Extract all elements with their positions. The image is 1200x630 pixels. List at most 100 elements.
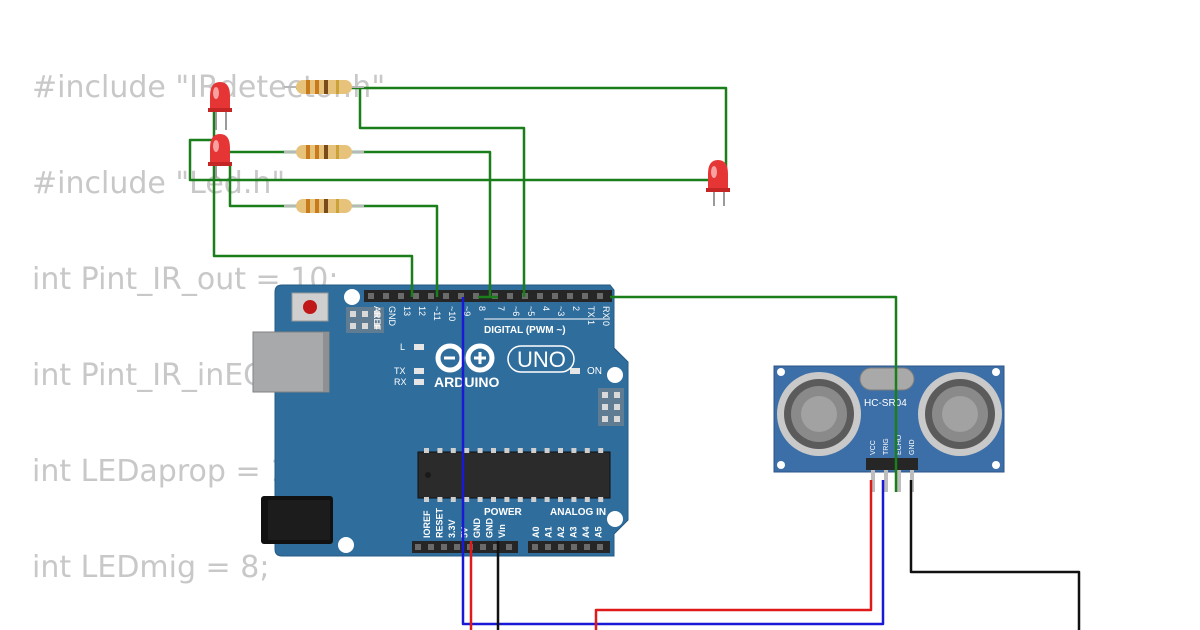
digital-header-label: DIGITAL (PWM ~) <box>484 325 566 336</box>
analog-pin[interactable] <box>545 544 551 550</box>
digital-pin[interactable] <box>398 293 404 299</box>
digital-pin[interactable] <box>368 293 374 299</box>
chip-pin <box>598 448 604 453</box>
mounting-hole <box>338 537 354 553</box>
chip-pin <box>598 497 604 502</box>
sensor-pin[interactable] <box>871 470 875 492</box>
wire-red-sensor[interactable] <box>594 480 873 630</box>
power-pin-label: 5V <box>460 527 470 538</box>
digital-pin-label: TX 1 <box>586 306 596 325</box>
digital-pin[interactable] <box>582 293 588 299</box>
wire-green-echo-to-arduino[interactable] <box>610 295 898 492</box>
digital-pin[interactable] <box>537 293 543 299</box>
mounting-hole <box>607 511 623 527</box>
chip-pin <box>477 497 483 502</box>
on-led-label: ON <box>587 366 602 377</box>
digital-pin-label: 13 <box>402 306 412 316</box>
ultrasonic-transmitter <box>777 372 861 456</box>
wire-green-loop-to-right-led[interactable] <box>188 138 718 182</box>
chip-pin <box>517 497 523 502</box>
digital-pin[interactable] <box>443 293 449 299</box>
analog-pin[interactable] <box>571 544 577 550</box>
power-pin-label: GND <box>485 518 495 539</box>
chip-pin <box>531 448 537 453</box>
digital-pin[interactable] <box>567 293 573 299</box>
chip-pin <box>558 497 563 502</box>
mounting-hole <box>344 289 360 305</box>
power-pin[interactable] <box>506 544 512 550</box>
mounting-hole <box>607 367 623 383</box>
digital-pin[interactable] <box>428 293 434 299</box>
chip-pin <box>450 497 456 502</box>
arduino-brand-label: ARDUINO <box>434 374 499 390</box>
sensor-pin-label: TRIG <box>883 438 890 455</box>
digital-pin[interactable] <box>458 293 464 299</box>
chip-pin <box>571 448 577 453</box>
power-pin[interactable] <box>454 544 460 550</box>
code-line-ledaprop: int LEDaprop = 1 <box>32 454 290 489</box>
wire-green-led2-to-pin8[interactable] <box>230 150 492 297</box>
uno-model-label: UNO <box>517 347 566 372</box>
power-pin-label: Vin <box>497 524 507 538</box>
digital-pin-label: 4 <box>541 306 551 311</box>
power-pin[interactable] <box>428 544 434 550</box>
analog-pin[interactable] <box>584 544 590 550</box>
power-pin[interactable] <box>415 544 421 550</box>
digital-pin-label: 2 <box>571 306 581 311</box>
chip-pin <box>450 448 456 453</box>
resistor-1[interactable] <box>284 80 364 94</box>
red-led-2[interactable] <box>208 134 232 178</box>
rx-led-label: RX <box>394 377 407 387</box>
resistor-2[interactable] <box>284 145 364 159</box>
analog-pin[interactable] <box>597 544 603 550</box>
chip-pin <box>544 448 550 453</box>
digital-pin-label: 7 <box>496 306 506 311</box>
red-led-1[interactable] <box>208 82 232 130</box>
chip-pin <box>584 497 590 502</box>
wire-black-gnd-sensor[interactable] <box>909 480 1081 630</box>
icsp-header-right <box>598 388 624 426</box>
wire-green-led-to-pin12[interactable] <box>228 166 439 297</box>
resistor-3[interactable] <box>284 199 364 213</box>
power-pin[interactable] <box>480 544 486 550</box>
digital-pin[interactable] <box>383 293 389 299</box>
power-pin-label: RESET <box>435 507 445 538</box>
chip-pin <box>491 448 496 453</box>
wire-green-led1-to-right-led[interactable] <box>296 86 728 192</box>
digital-pin[interactable] <box>473 293 479 299</box>
analog-pin-label: A3 <box>569 526 579 538</box>
wire-green-led-to-gnd[interactable] <box>212 112 414 297</box>
digital-pin[interactable] <box>413 293 419 299</box>
digital-pin-label: RX 0 <box>601 306 611 326</box>
sensor-pin[interactable] <box>884 470 888 492</box>
digital-pin-label: 12 <box>417 306 427 316</box>
crystal <box>859 367 915 391</box>
analog-pin[interactable] <box>558 544 564 550</box>
digital-pin[interactable] <box>507 293 513 299</box>
sensor-pin[interactable] <box>897 470 901 492</box>
digital-pin-label: ~11 <box>432 306 442 321</box>
sensor-pin-label: GND <box>909 439 916 455</box>
power-pin[interactable] <box>441 544 447 550</box>
wire-green-resistor1-to-pin6[interactable] <box>358 88 526 297</box>
digital-pin[interactable] <box>597 293 603 299</box>
digital-pin-label: ~9 <box>462 306 472 316</box>
red-led-3[interactable] <box>706 160 730 206</box>
sensor-pin-label: ECHO <box>896 434 903 455</box>
chip-pin <box>504 448 510 453</box>
wire-blue-vcc[interactable] <box>461 297 885 626</box>
chip-pin <box>491 497 496 502</box>
digital-pin[interactable] <box>552 293 558 299</box>
digital-pin-label: ~6 <box>511 306 521 316</box>
power-pin[interactable] <box>493 544 499 550</box>
digital-pin-label: ~10 <box>447 306 457 321</box>
on-led <box>570 368 580 374</box>
analog-pin[interactable] <box>532 544 538 550</box>
chip-pin <box>504 497 510 502</box>
power-pin-label: IOREF <box>422 510 432 538</box>
chip-pin <box>544 497 550 502</box>
ultrasonic-receiver <box>918 372 1002 456</box>
